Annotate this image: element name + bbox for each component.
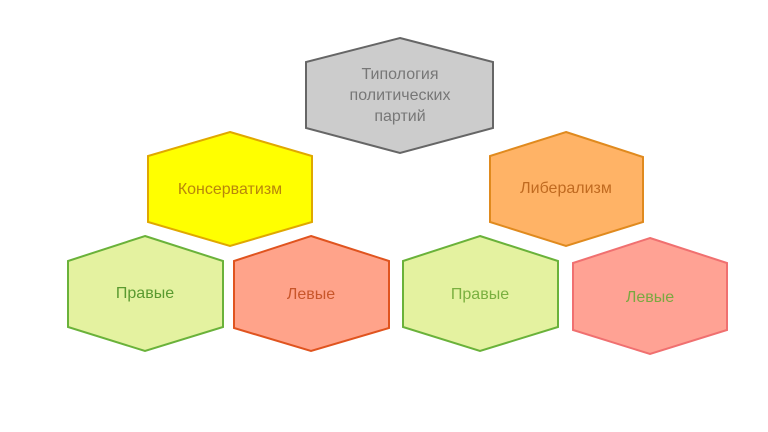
liberalism-hexagon xyxy=(489,130,644,248)
root-hexagon xyxy=(305,36,494,155)
conservatism-right-label: Правые xyxy=(116,285,174,302)
root-node-typology: Типология политических партий xyxy=(305,36,494,155)
liberalism-label: Либерализм xyxy=(520,180,612,197)
conservatism-hexagon xyxy=(147,130,313,248)
root-label-line-2: политических xyxy=(350,87,451,104)
node-liberalism: Либерализм xyxy=(489,130,644,248)
node-conservatism-right: Правые xyxy=(67,234,224,353)
liberalism-left-label: Левые xyxy=(626,289,674,306)
node-conservatism: Консерватизм xyxy=(147,130,313,248)
conservatism-left-label: Левые xyxy=(287,286,335,303)
root-label-line-3: партий xyxy=(374,108,425,125)
node-conservatism-left: Левые xyxy=(233,234,390,353)
conservatism-right-hexagon xyxy=(67,234,224,353)
liberalism-right-label: Правые xyxy=(451,286,509,303)
conservatism-left-hexagon xyxy=(233,234,390,353)
liberalism-left-hexagon xyxy=(572,236,728,356)
liberalism-right-hexagon xyxy=(402,234,559,353)
node-liberalism-left: Левые xyxy=(572,236,728,356)
root-label-line-1: Типология xyxy=(361,66,438,83)
conservatism-label: Консерватизм xyxy=(178,181,282,198)
node-liberalism-right: Правые xyxy=(402,234,559,353)
